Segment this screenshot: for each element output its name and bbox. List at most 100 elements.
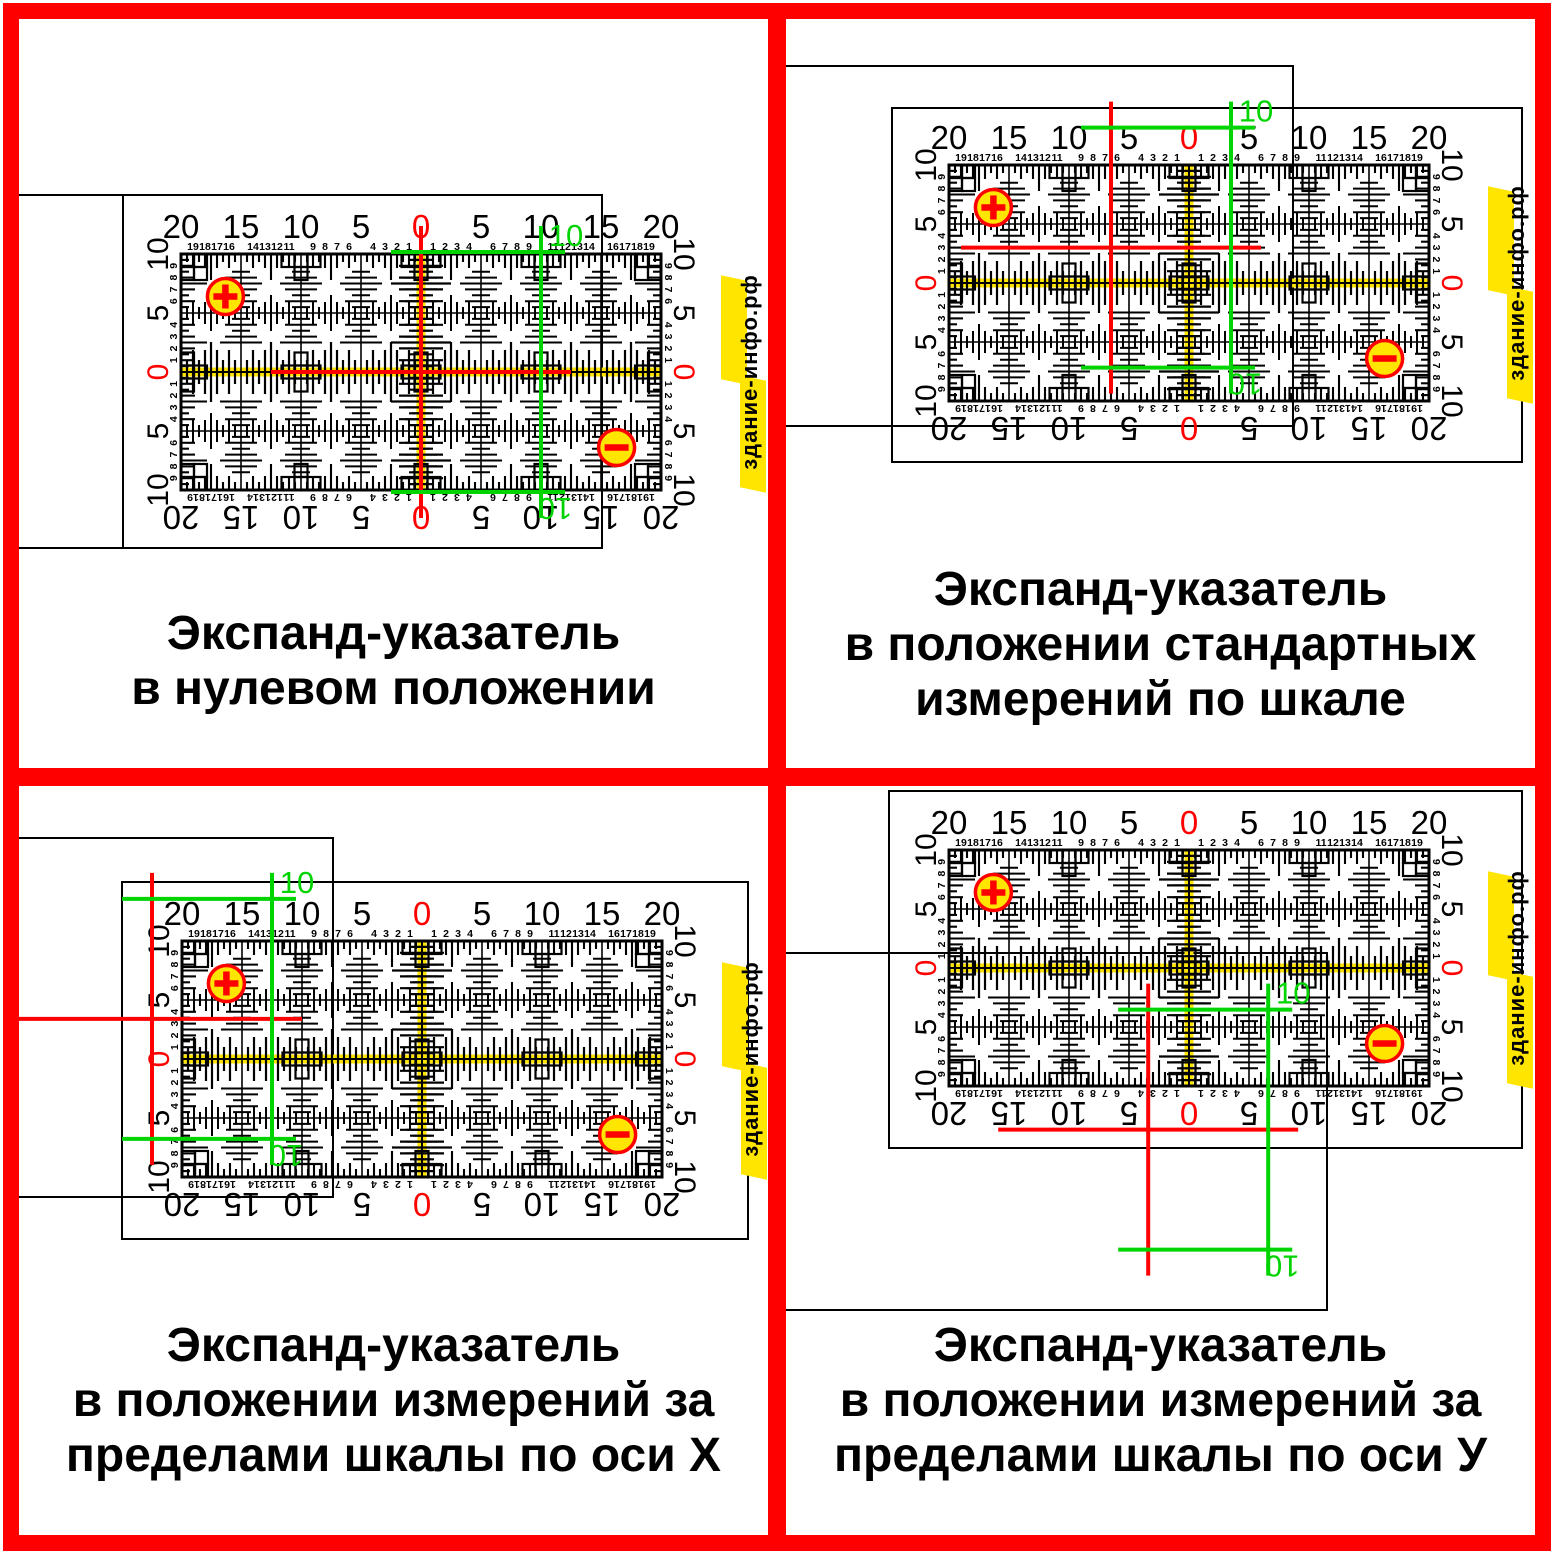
scale-number: 10 [1291, 804, 1328, 841]
scale-number: 6 [1258, 402, 1264, 414]
scale-number: 9 [527, 1178, 533, 1190]
scale-number: 6 [490, 241, 496, 253]
minus-marker [597, 1114, 638, 1155]
quadrant-standard-measurement: 0055551010101015151515202020201111222233… [785, 65, 1523, 463]
scale-number: 1 [1174, 402, 1180, 414]
scale-number: 10 [1051, 1095, 1088, 1132]
scale-number: 3 [169, 1021, 181, 1027]
scale-number: 7 [1102, 837, 1108, 849]
scale-number: 11 [1051, 402, 1062, 414]
scale-number: 9 [663, 950, 675, 956]
scale-number: 4 [371, 1178, 377, 1190]
scale-number: 9 [526, 491, 532, 503]
scale-number: 4 [371, 928, 377, 940]
scale-number: 16 [224, 928, 236, 940]
scale-number: 4 [936, 918, 948, 924]
scale-number: 9 [1078, 837, 1084, 849]
scale-number: 3 [168, 404, 180, 410]
scale-number: 1 [168, 357, 180, 363]
scale-number: 10 [1435, 833, 1468, 866]
scale-number: 4 [662, 322, 674, 328]
scale-number: 3 [168, 334, 180, 340]
scale-number: 3 [1222, 837, 1228, 849]
scale-number: 5 [1435, 901, 1468, 918]
scale-number: 1 [1430, 292, 1442, 298]
scale-number: 2 [936, 304, 948, 310]
scale-number: 5 [142, 305, 175, 322]
scale-number: 0 [143, 1051, 176, 1068]
watermark-label: здание-инфо.рф [738, 961, 763, 1157]
scale-number: 3 [1150, 1087, 1156, 1099]
caption-line: измерений по шкале [915, 673, 1406, 726]
scale-number: 19 [1411, 402, 1423, 414]
sheet-outline [888, 790, 1523, 1149]
scale-number: 3 [455, 1178, 461, 1190]
scale-number: 19 [188, 1178, 200, 1190]
scale-number: 5 [1435, 1019, 1468, 1036]
scale-number: 19 [188, 928, 200, 940]
scale-number: 15 [224, 895, 261, 932]
scale-number: 5 [910, 1019, 943, 1036]
scale-number: 6 [936, 1036, 948, 1042]
scale-number: 7 [1430, 882, 1442, 888]
scale-number: 3 [663, 1091, 675, 1097]
scale-number: 20 [1411, 804, 1448, 841]
scale-number: 7 [1270, 152, 1276, 164]
scale-number: 6 [490, 491, 496, 503]
scale-number: 18 [200, 1178, 212, 1190]
scale-number: 9 [311, 928, 317, 940]
scale-number: 5 [668, 1110, 701, 1127]
scale-number: 2 [443, 928, 449, 940]
scale-number: 0 [1435, 275, 1468, 292]
scale-number: 5 [1240, 1095, 1258, 1132]
scale-number: 14 [1015, 402, 1027, 414]
scale-number: 4 [168, 322, 180, 328]
scale-number: 20 [164, 895, 201, 932]
scale-number: 5 [910, 334, 943, 351]
scale-number: 5 [910, 216, 943, 233]
sheet-outline [121, 881, 749, 1240]
quadrant-zero-position: 0055551010101015151515202020201111222233… [19, 194, 700, 549]
scale-number: 18 [200, 928, 212, 940]
scale-number: 7 [936, 197, 948, 203]
scale-number: 18 [967, 402, 979, 414]
scale-number: 10 [142, 473, 175, 506]
scale-number: 2 [1430, 304, 1442, 310]
scale-number: 11 [547, 241, 558, 253]
scale-number: 16 [1375, 1087, 1387, 1099]
scale-number: 11 [284, 1178, 295, 1190]
scale-number: 5 [1120, 410, 1138, 447]
scale-number: 12 [271, 491, 283, 503]
scale-number: 1 [430, 241, 436, 253]
scale-number: 10 [524, 1186, 561, 1223]
scale-number: 17 [979, 152, 991, 164]
scale-number: 13 [1339, 402, 1351, 414]
scale-number: 3 [1222, 402, 1228, 414]
scale-number: 13 [571, 491, 583, 503]
scale-number: 4 [1138, 1087, 1144, 1099]
scale-number: 5 [1120, 119, 1138, 156]
scale-number: 2 [662, 345, 674, 351]
scale-number: 5 [668, 992, 701, 1009]
scale-number: 15 [223, 499, 260, 536]
plus-marker [973, 187, 1014, 228]
scale-number: 9 [1430, 859, 1442, 865]
scale-number: 2 [1162, 837, 1168, 849]
scale-number: 9 [1430, 174, 1442, 180]
scale-number: 6 [1258, 152, 1264, 164]
scale-number: 10 [667, 237, 700, 270]
scale-number: 1 [1198, 402, 1204, 414]
scale-number: 10 [538, 491, 572, 526]
scale-number: 3 [663, 1021, 675, 1027]
scale-number: 12 [1039, 152, 1051, 164]
scale-number: 3 [1222, 1087, 1228, 1099]
scale-number: 7 [334, 241, 340, 253]
scale-number: 8 [663, 962, 675, 968]
scale-number: 5 [667, 305, 700, 322]
scale-number: 2 [936, 941, 948, 947]
scale-number: 1 [936, 953, 948, 959]
scale-number: 0 [668, 1051, 701, 1068]
scale-number: 8 [168, 463, 180, 469]
scale-number: 10 [1291, 119, 1328, 156]
scale-number: 10 [668, 1160, 701, 1193]
